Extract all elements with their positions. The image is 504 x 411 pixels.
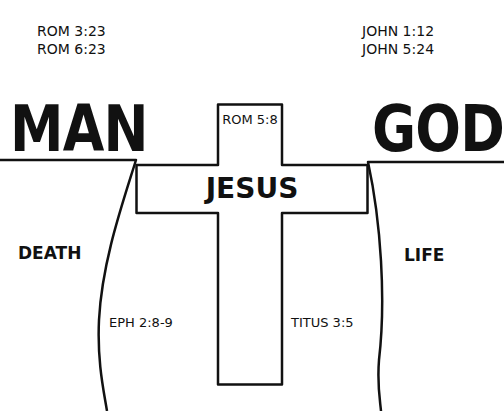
- side-caption: LIFE: [404, 247, 444, 264]
- verse-ref: JOHN 1:12: [362, 24, 434, 38]
- side-caption: DEATH: [18, 245, 81, 262]
- side-title: MAN: [10, 97, 148, 161]
- cross-shape: ROM 5:8JESUS: [135, 103, 369, 386]
- verse-ref: ROM 5:8: [222, 113, 278, 128]
- cross-title: JESUS: [139, 173, 365, 205]
- verse-ref: JOHN 5:24: [362, 42, 434, 56]
- cross-path: [137, 105, 368, 385]
- verse-ref: TITUS 3:5: [291, 316, 354, 329]
- right-cliff: [368, 162, 504, 411]
- verse-ref: ROM 3:23: [37, 24, 106, 38]
- verse-ref: EPH 2:8-9: [109, 316, 173, 329]
- verse-ref: ROM 6:23: [37, 42, 106, 56]
- side-title: GOD: [372, 97, 504, 161]
- left-cliff: [0, 160, 136, 411]
- cross-outline: [135, 103, 369, 386]
